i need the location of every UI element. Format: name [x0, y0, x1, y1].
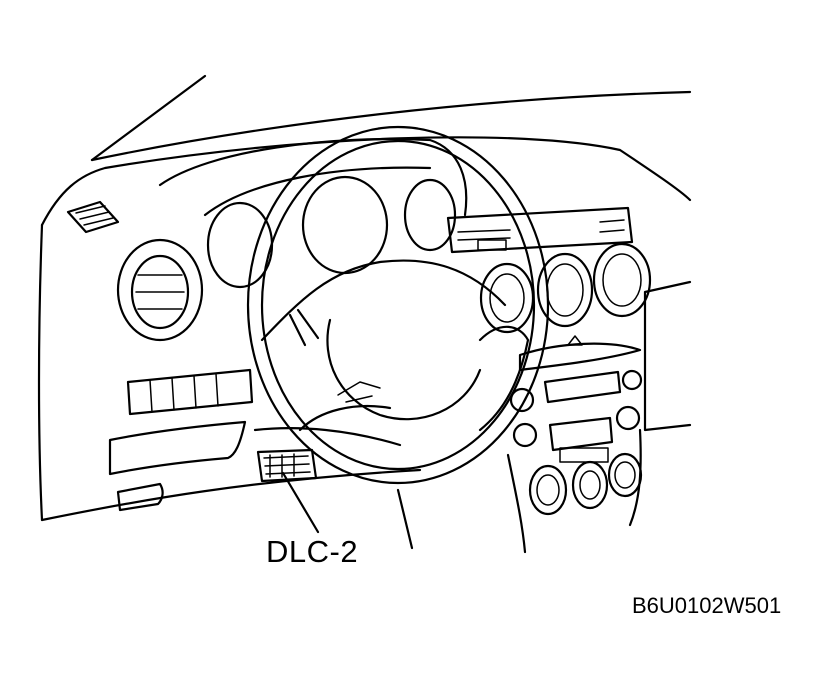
dlc2-callout-label: DLC-2	[266, 534, 359, 569]
console-left-edge	[506, 453, 527, 554]
defroster-vent	[66, 200, 120, 234]
center-console	[509, 369, 643, 516]
hood-release-handle	[116, 482, 164, 512]
switch-panel	[126, 368, 254, 416]
dashboard-right-panel	[643, 280, 692, 432]
cluster-hood	[158, 137, 468, 217]
callout-leader-line	[281, 471, 320, 534]
center-gauge	[301, 175, 389, 275]
knee-panel-trim	[108, 420, 247, 476]
dashboard-left-edge	[37, 223, 44, 522]
dlc2-connector	[256, 448, 318, 483]
center-vents	[479, 242, 652, 334]
left-gauge	[206, 201, 274, 289]
right-gauge	[403, 178, 457, 252]
a-pillar-line	[90, 74, 207, 162]
cluster-hood-inner	[203, 166, 432, 217]
audio-head-unit	[446, 206, 634, 254]
left-round-vent	[116, 238, 204, 342]
windshield-base	[90, 90, 692, 162]
lower-dash-line	[253, 427, 402, 447]
steering-wheel	[246, 125, 550, 485]
figure-code: B6U0102W501	[632, 593, 782, 618]
column-line	[396, 488, 414, 550]
hazard-strip	[518, 342, 642, 372]
